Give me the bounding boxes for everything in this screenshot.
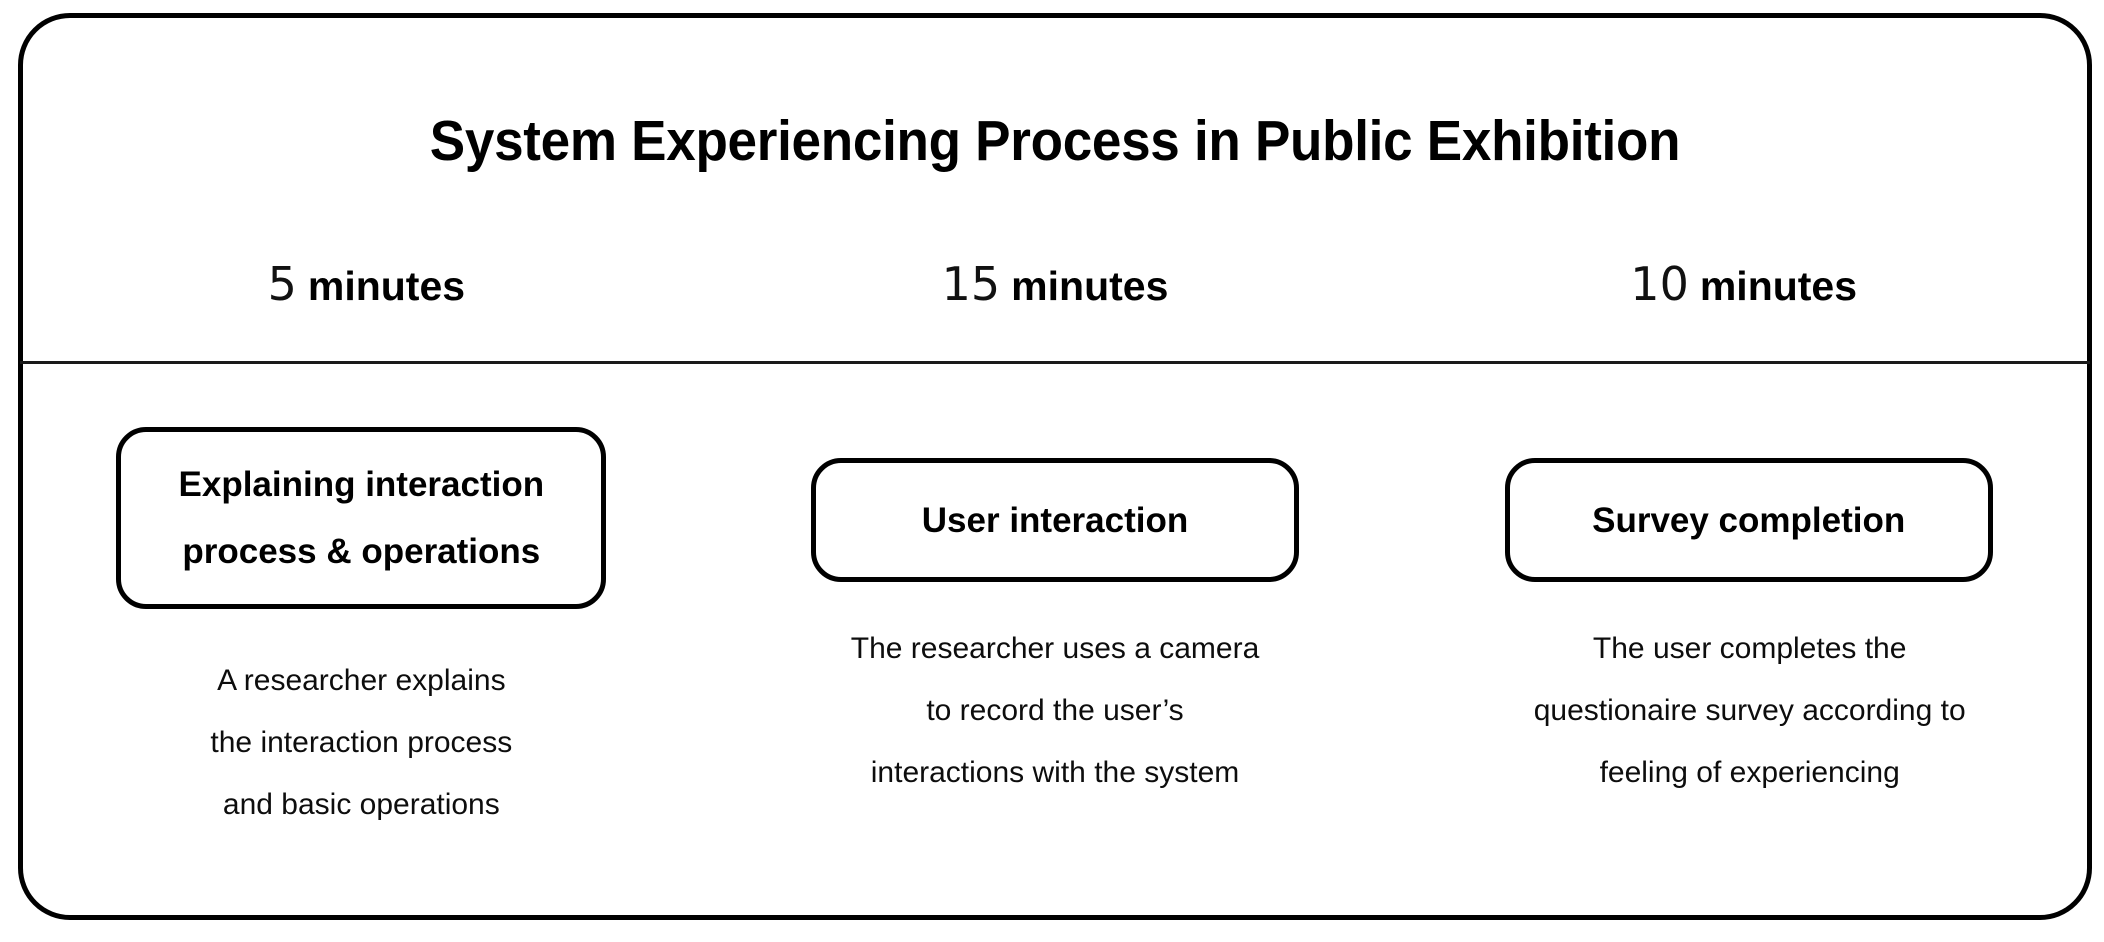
stage-box-label-1-line-1: Explaining interaction [178, 465, 545, 504]
stage-caption-1-line-1: A researcher explains [217, 664, 506, 697]
duration-unit-2: minutes [1011, 263, 1169, 309]
stage-caption-2-line-1: The researcher uses a camera [850, 632, 1260, 665]
stage-caption-3: The user completes the questionaire surv… [1534, 618, 1966, 804]
stage-column-1: Explaining interaction process & operati… [22, 364, 711, 918]
duration-number-1: 5 [267, 257, 297, 311]
stage-box-label-1-line-2: process & operations [182, 532, 541, 571]
stage-column-2: User interaction The researcher uses a c… [711, 364, 1400, 918]
stage-box-survey-completion: Survey completion [1504, 458, 1993, 582]
page-title: System Experiencing Process in Public Ex… [429, 109, 1681, 173]
stage-caption-2: The researcher uses a camera to record t… [851, 618, 1260, 804]
stage-caption-3-line-2: questionaire survey according to [1533, 694, 1966, 727]
duration-cell-2: 15 minutes [711, 258, 1400, 330]
stage-caption-1: A researcher explains the interaction pr… [210, 650, 512, 836]
stage-caption-2-line-2: to record the user’s [926, 694, 1184, 727]
duration-number-2: 15 [941, 257, 1001, 311]
stage-caption-1-line-2: the interaction process [210, 726, 513, 759]
stage-box-label-3-line-1: Survey completion [1592, 500, 1906, 540]
duration-cell-1: 5 minutes [22, 258, 711, 330]
stage-box-label-2-line-1: User interaction [921, 500, 1189, 540]
duration-unit-1: minutes [307, 263, 466, 309]
stage-box-label-2: User interaction [922, 487, 1188, 554]
stage-caption-3-line-3: feeling of experiencing [1599, 756, 1900, 789]
stage-box-user-interaction: User interaction [811, 458, 1299, 582]
stage-caption-1-line-3: and basic operations [222, 788, 500, 821]
stage-box-label-1: Explaining interaction process & operati… [179, 451, 545, 585]
stage-box-explaining-interaction: Explaining interaction process & operati… [116, 427, 607, 609]
header-divider-line [20, 361, 2090, 364]
stage-caption-3-line-1: The user completes the [1592, 632, 1907, 665]
stage-box-label-3: Survey completion [1592, 487, 1905, 554]
durations-row: 5 minutes 15 minutes 10 minutes [22, 258, 2088, 330]
duration-cell-3: 10 minutes [1399, 258, 2088, 330]
stage-column-3: Survey completion The user completes the… [1399, 364, 2088, 918]
duration-number-3: 10 [1630, 257, 1689, 311]
stage-caption-2-line-3: interactions with the system [870, 756, 1240, 789]
duration-unit-3: minutes [1699, 263, 1858, 309]
stage-columns: Explaining interaction process & operati… [22, 364, 2088, 918]
